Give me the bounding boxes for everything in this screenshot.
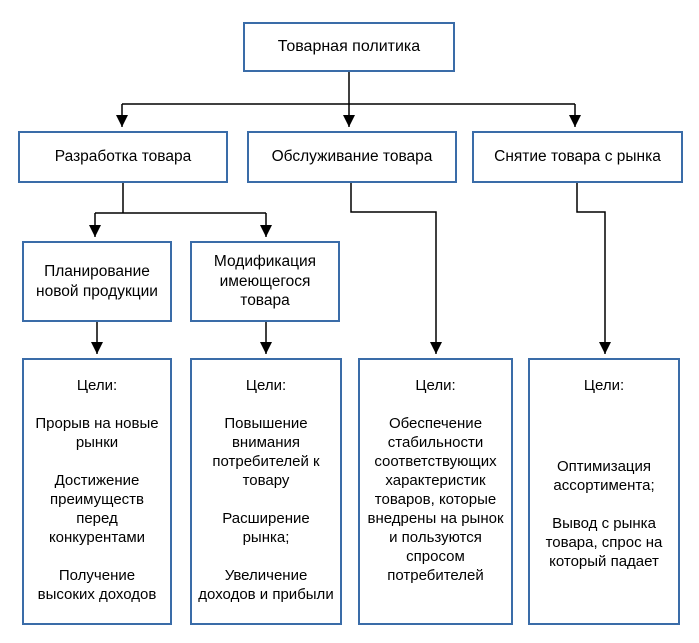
goals-heading: Цели: bbox=[245, 377, 287, 394]
goals-heading: Цели: bbox=[415, 377, 456, 394]
node-planirovanie-novoy-produkcii: Планирование новой продукции bbox=[22, 241, 172, 322]
node-label: Снятие товара с рынка bbox=[494, 148, 661, 166]
goal-item: Расширение рынка; bbox=[222, 510, 310, 547]
node-snyatie-tovara: Снятие товара с рынка bbox=[472, 131, 683, 183]
goal-item: Получение высоких доходов bbox=[37, 567, 157, 604]
goals-box-snyatie: Цели: Оптимизация ассортимента; Вывод с … bbox=[528, 358, 680, 625]
goal-item: Прорыв на новые рынки bbox=[35, 415, 159, 452]
goal-item: Вывод с рынка товара, спрос на который п… bbox=[545, 515, 663, 571]
node-label: Планирование новой продукции bbox=[36, 263, 158, 300]
goals-heading: Цели: bbox=[76, 377, 118, 394]
goal-item: Увеличение доходов и прибыли bbox=[198, 567, 334, 604]
arrow-obsluzhivanie-to-goals bbox=[350, 183, 442, 354]
node-tovarnaya-politika: Товарная политика bbox=[243, 22, 455, 72]
goal-item: Повышение внимания потребителей к товару bbox=[212, 415, 320, 490]
goals-heading: Цели: bbox=[583, 377, 625, 394]
node-label: Товарная политика bbox=[277, 38, 421, 55]
node-razrabotka-tovara: Разработка товара bbox=[18, 131, 228, 183]
node-modifikaciya-tovara: Модификация имеющегося товара bbox=[190, 241, 340, 322]
node-label: Обслуживание товара bbox=[271, 148, 433, 166]
goal-item: Достижение преимуществ перед конкурентам… bbox=[48, 472, 146, 547]
goal-item: Обеспечение стабильности соответствующих… bbox=[367, 415, 504, 585]
goals-box-planirovanie: Цели: Прорыв на новые рынки Достижение п… bbox=[22, 358, 172, 625]
goals-box-obsluzhivanie: Цели: Обеспечение стабильности соответст… bbox=[358, 358, 513, 625]
node-label: Модификация имеющегося товара bbox=[213, 253, 317, 310]
node-label: Разработка товара bbox=[54, 148, 192, 166]
node-obsluzhivanie-tovara: Обслуживание товара bbox=[247, 131, 457, 183]
goals-box-modifikaciya: Цели: Повышение внимания потребителей к … bbox=[190, 358, 342, 625]
goal-item: Оптимизация ассортимента; bbox=[553, 458, 655, 495]
arrow-snyatie-to-goals bbox=[576, 183, 611, 354]
